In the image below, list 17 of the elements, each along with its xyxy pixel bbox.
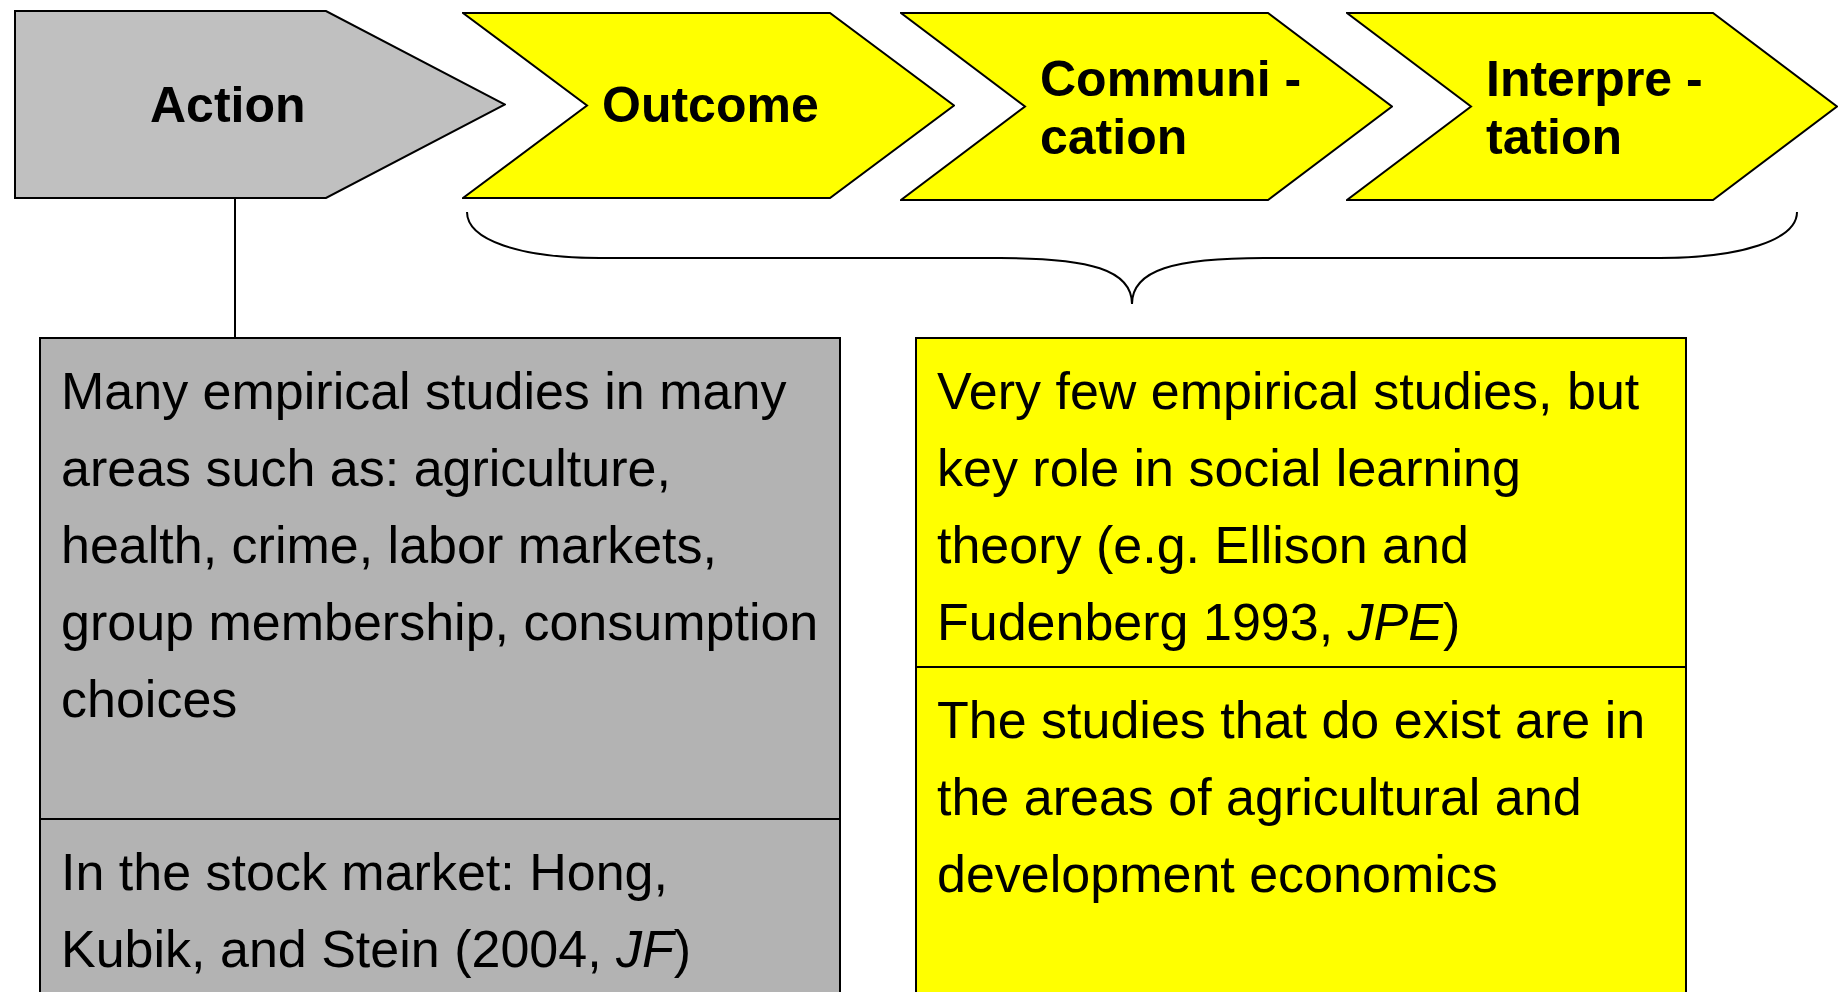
text-panel bbox=[915, 337, 1687, 668]
panel-text: The studies that do exist are in the areas of agricultural and development economics bbox=[936, 690, 1647, 905]
chevron-step bbox=[14, 10, 506, 199]
step-label: Outcome bbox=[602, 76, 820, 134]
chevron-step bbox=[462, 12, 955, 199]
text-panel bbox=[915, 666, 1687, 992]
text-panel bbox=[39, 818, 841, 992]
panel-text: Many empirical studies in many areas such as: agriculture, health, crime, labor markets, group membership, consumption choices bbox=[60, 361, 820, 730]
text-panel bbox=[39, 337, 841, 820]
panel-text: In the stock market: Hong, Kubik, and Stein (2004, JF) bbox=[60, 842, 693, 980]
panel-text: Very few empirical studies, but key role in social learning theory (e.g. Ellison and Fudenberg 1993, JPE) bbox=[936, 361, 1641, 653]
chevron-step bbox=[900, 12, 1393, 201]
step-label: Action bbox=[150, 76, 307, 134]
step-label: Communi -cation bbox=[1040, 50, 1303, 166]
step-label: Interpre -tation bbox=[1486, 50, 1704, 166]
chevron-step bbox=[1346, 12, 1838, 201]
connector-line bbox=[234, 198, 236, 338]
